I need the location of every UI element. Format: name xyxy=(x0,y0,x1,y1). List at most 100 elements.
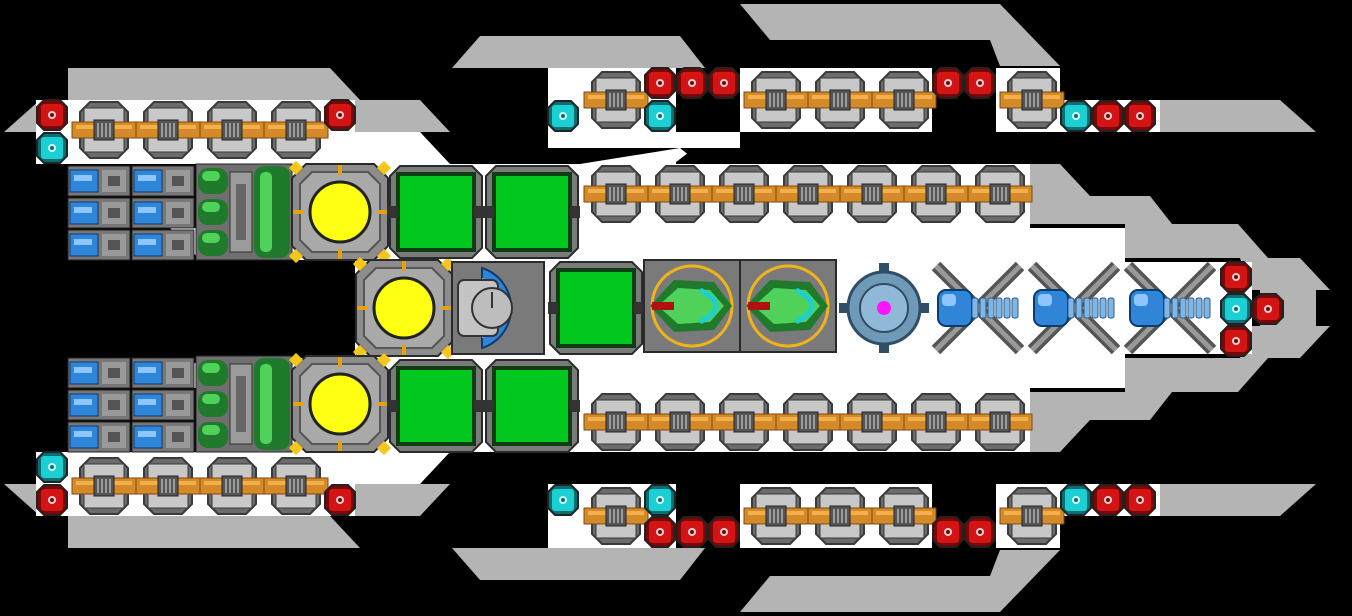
cyan-point-defense-8 xyxy=(644,100,676,132)
red-point-defense-26 xyxy=(1220,261,1252,293)
red-point-defense-10 xyxy=(708,67,740,99)
thruster-module-14 xyxy=(743,487,809,545)
thruster-module-10 xyxy=(807,71,873,129)
blue-cannon-2 xyxy=(1123,261,1217,355)
thruster-module-23 xyxy=(903,165,969,223)
cyan-point-defense-13 xyxy=(1060,100,1092,132)
red-point-defense-21 xyxy=(932,516,964,548)
red-point-defense-7 xyxy=(644,67,676,99)
thruster-module-0 xyxy=(71,101,137,159)
rail-teeth-top xyxy=(676,150,1044,164)
battery-cell-7 xyxy=(131,357,195,389)
hull-fin-8 xyxy=(1240,258,1330,290)
red-point-defense-28 xyxy=(1252,293,1284,325)
green-shield-block-0 xyxy=(388,165,484,259)
battery-cell-10 xyxy=(67,421,131,453)
ship-modules xyxy=(36,67,1284,548)
battery-cell-3 xyxy=(131,197,195,229)
thruster-module-11 xyxy=(871,71,937,129)
thruster-module-4 xyxy=(71,457,137,515)
hull-fin-15 xyxy=(355,484,450,516)
thruster-module-7 xyxy=(263,457,329,515)
hull-fin-5 xyxy=(355,100,450,132)
thruster-module-26 xyxy=(647,393,713,451)
red-point-defense-11 xyxy=(932,67,964,99)
battery-cell-2 xyxy=(67,197,131,229)
red-point-defense-4 xyxy=(36,484,68,516)
red-point-defense-15 xyxy=(1124,100,1156,132)
green-fuel-tank-0 xyxy=(195,163,293,261)
thruster-module-13 xyxy=(583,487,649,545)
red-point-defense-2 xyxy=(324,99,356,131)
thruster-module-8 xyxy=(583,71,649,129)
cyan-point-defense-16 xyxy=(547,484,579,516)
green-drone-bay-1 xyxy=(739,259,837,353)
battery-cell-4 xyxy=(67,229,131,261)
thruster-module-27 xyxy=(711,393,777,451)
cyan-point-defense-3 xyxy=(36,451,68,483)
hull-fin-9 xyxy=(1030,392,1172,452)
battery-cell-5 xyxy=(131,229,195,261)
cyan-point-defense-1 xyxy=(36,132,68,164)
hull-fin-0 xyxy=(740,4,1060,66)
red-point-defense-29 xyxy=(1220,325,1252,357)
thruster-module-25 xyxy=(583,393,649,451)
thruster-module-1 xyxy=(135,101,201,159)
battery-cell-6 xyxy=(67,357,131,389)
yellow-reactor-2 xyxy=(288,352,392,456)
thruster-module-20 xyxy=(711,165,777,223)
thruster-module-30 xyxy=(903,393,969,451)
thruster-module-9 xyxy=(743,71,809,129)
yellow-reactor-0 xyxy=(288,160,392,264)
sensor-orb xyxy=(838,262,930,354)
hull-plate-5 xyxy=(548,132,740,148)
green-shield-block-1 xyxy=(484,165,580,259)
battery-cell-0 xyxy=(67,165,131,197)
blue-cannon-0 xyxy=(931,261,1025,355)
hull-fin-16 xyxy=(452,548,705,580)
green-shield-block-2 xyxy=(388,359,484,453)
blue-cannon-1 xyxy=(1027,261,1121,355)
hull-fin-3 xyxy=(68,68,360,100)
red-point-defense-0 xyxy=(36,99,68,131)
hull-fin-7 xyxy=(1125,224,1268,258)
thruster-module-21 xyxy=(775,165,841,223)
red-point-defense-20 xyxy=(708,516,740,548)
thruster-module-15 xyxy=(807,487,873,545)
hull-fin-13 xyxy=(68,516,360,548)
hull-fin-17 xyxy=(740,550,1060,612)
thruster-module-5 xyxy=(135,457,201,515)
battery-cell-1 xyxy=(131,165,195,197)
hull-fin-6 xyxy=(1030,164,1172,224)
red-point-defense-24 xyxy=(1092,484,1124,516)
thruster-module-19 xyxy=(647,165,713,223)
yellow-reactor-1 xyxy=(352,256,456,360)
thruster-module-3 xyxy=(263,101,329,159)
cyan-point-defense-17 xyxy=(644,484,676,516)
thruster-module-28 xyxy=(775,393,841,451)
red-point-defense-22 xyxy=(964,516,996,548)
red-point-defense-9 xyxy=(676,67,708,99)
hull-fin-1 xyxy=(452,36,705,68)
rail-teeth-bottom xyxy=(676,452,1044,466)
red-point-defense-12 xyxy=(964,67,996,99)
green-fuel-tank-1 xyxy=(195,355,293,453)
battery-cell-9 xyxy=(131,389,195,421)
red-point-defense-5 xyxy=(324,484,356,516)
thruster-module-29 xyxy=(839,393,905,451)
cockpit-dome xyxy=(451,261,545,355)
thruster-module-24 xyxy=(967,165,1033,223)
green-drone-bay-0 xyxy=(643,259,741,353)
battery-cell-8 xyxy=(67,389,131,421)
battery-cell-11 xyxy=(131,421,195,453)
red-point-defense-18 xyxy=(644,516,676,548)
hull-fin-11 xyxy=(1240,326,1330,358)
cyan-point-defense-27 xyxy=(1220,293,1252,325)
hull-fin-10 xyxy=(1125,358,1268,392)
hull-plate-6 xyxy=(580,148,700,164)
cyan-point-defense-23 xyxy=(1060,484,1092,516)
red-point-defense-25 xyxy=(1124,484,1156,516)
green-shield-block-4 xyxy=(548,261,644,355)
thruster-module-2 xyxy=(199,101,265,159)
